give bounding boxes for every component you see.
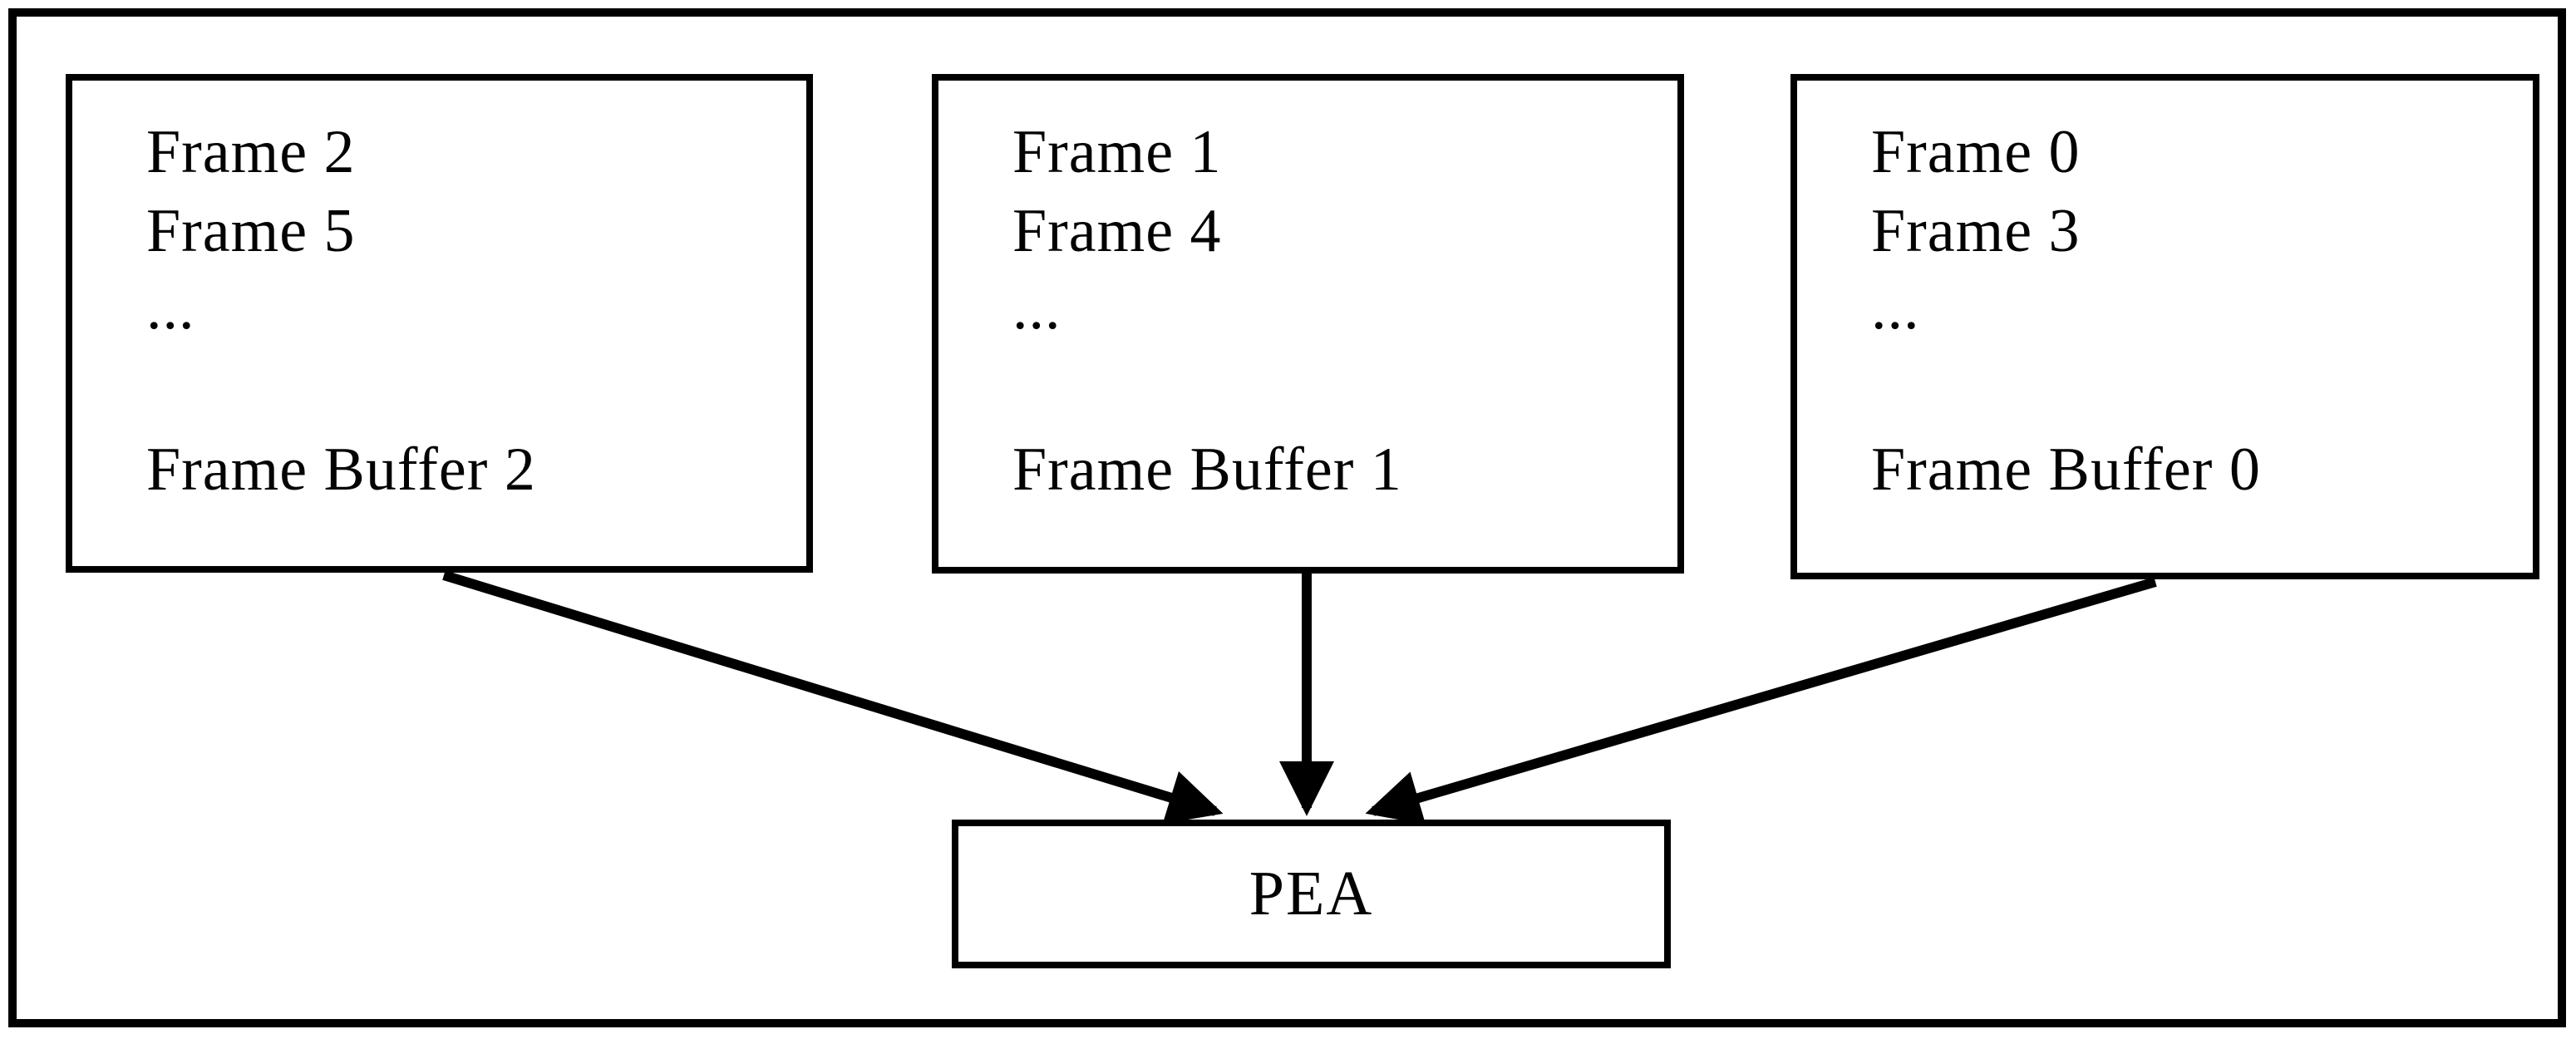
frame-buffer-2-box: Frame 2 Frame 5 ... Frame Buffer 2 — [66, 74, 813, 573]
frame-buffer-1-ellipsis: ... — [1012, 274, 1061, 342]
frame-buffer-1-line-1: Frame 1 — [1012, 118, 1222, 186]
frame-buffer-1-label: Frame Buffer 1 — [1012, 436, 1402, 504]
frame-buffer-1-box: Frame 1 Frame 4 ... Frame Buffer 1 — [932, 74, 1684, 574]
pea-box: PEA — [952, 820, 1671, 968]
frame-buffer-0-line-1: Frame 0 — [1871, 118, 2081, 186]
pea-label: PEA — [1249, 859, 1374, 928]
frame-buffer-0-label: Frame Buffer 0 — [1871, 436, 2261, 504]
frame-buffer-1-line-2: Frame 4 — [1012, 197, 1222, 265]
frame-buffer-0-ellipsis: ... — [1871, 274, 1920, 342]
frame-buffer-0-box: Frame 0 Frame 3 ... Frame Buffer 0 — [1790, 74, 2539, 579]
frame-buffer-2-line-1: Frame 2 — [146, 118, 356, 186]
frame-buffer-2-line-2: Frame 5 — [146, 197, 356, 265]
frame-buffer-2-ellipsis: ... — [146, 274, 195, 342]
frame-buffer-0-line-2: Frame 3 — [1871, 197, 2081, 265]
frame-buffer-2-label: Frame Buffer 2 — [146, 436, 536, 504]
